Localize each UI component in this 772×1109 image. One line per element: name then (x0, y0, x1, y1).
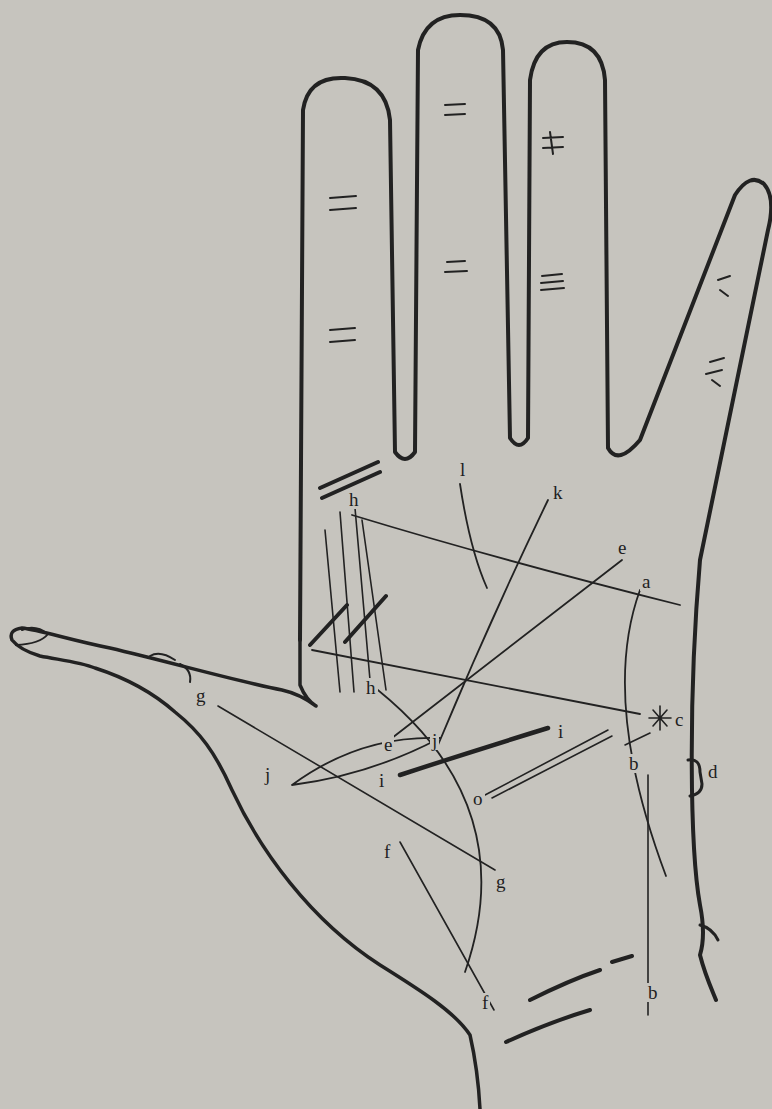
a-line (625, 590, 666, 876)
callout-letter: f (382, 842, 392, 861)
thumbnail (16, 628, 48, 645)
callout-letter: i (556, 722, 565, 741)
callout-letter: g (194, 686, 208, 705)
callout-letter: f (480, 993, 490, 1012)
callout-letter: i (377, 771, 386, 790)
j-lens (292, 738, 440, 785)
b-line (647, 775, 649, 1015)
bracelet-line (506, 956, 632, 1042)
callout-letter: g (494, 872, 508, 891)
h-lines (325, 508, 386, 692)
callout-letter: j (430, 731, 439, 750)
callout-letter: b (627, 754, 641, 773)
thumb-knuckle (150, 654, 190, 682)
o-lines (485, 730, 612, 798)
f-line (400, 842, 494, 1010)
callout-letter: k (551, 483, 565, 502)
callout-letter: b (646, 983, 660, 1002)
callout-letter: j (263, 765, 272, 784)
callout-letter: h (364, 678, 378, 697)
callout-letter: c (673, 710, 685, 729)
callout-letter: a (640, 572, 652, 591)
star-mark (625, 706, 671, 745)
i-line (400, 728, 548, 775)
cross-marks (310, 462, 386, 645)
d-bracket (688, 760, 702, 796)
callout-letter: l (458, 460, 467, 479)
e-line (392, 560, 622, 738)
wrist-bump (700, 925, 718, 940)
callout-letter: e (382, 735, 394, 754)
hand-outline (300, 15, 771, 1000)
callout-letter: e (616, 538, 628, 557)
head-line (312, 650, 640, 714)
k-line (438, 500, 548, 745)
g-line (218, 706, 495, 870)
callout-letter: d (706, 762, 720, 781)
finger-marks (330, 104, 730, 386)
life-line (365, 680, 481, 972)
thumb-outline (11, 628, 480, 1109)
callout-letter: h (347, 490, 361, 509)
saturn-line (460, 484, 487, 588)
callout-letter: o (471, 789, 485, 808)
heart-line (352, 515, 680, 605)
